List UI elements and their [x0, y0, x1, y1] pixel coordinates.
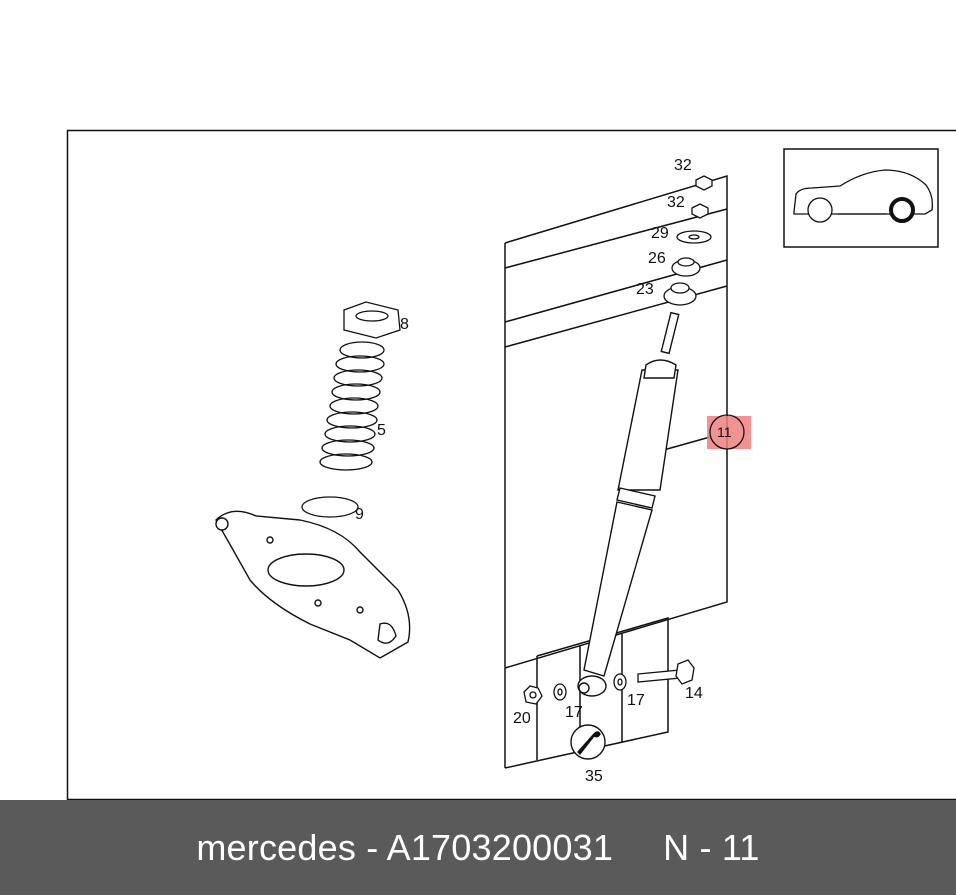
footer-caption: mercedes - A1703200031 N - 11: [0, 800, 956, 895]
coil-spring-drawing: [301, 301, 401, 518]
part-11-highlight-marker: [707, 414, 751, 450]
callout-32-lower: 32: [667, 194, 685, 211]
diagram-position-label: N - 11: [663, 826, 760, 868]
callout-35: 35: [585, 768, 603, 785]
brand-and-part-code: mercedes - A1703200031: [196, 826, 614, 868]
footer-bar: mercedes - A1703200031 N - 11: [0, 800, 956, 895]
callout-11: 11: [717, 424, 732, 440]
lower-mount-hardware-drawing: [523, 659, 695, 705]
callout-17-left: 17: [565, 704, 583, 721]
callout-5: 5: [377, 422, 386, 439]
callout-29: 29: [651, 225, 669, 242]
callout-20: 20: [513, 710, 531, 727]
trailing-arm-drawing: [215, 510, 411, 659]
callout-14: 14: [685, 685, 703, 702]
callout-32-upper: 32: [674, 157, 692, 174]
wrench-icon: [570, 724, 606, 760]
callout-17-right: 17: [627, 692, 645, 709]
callout-8: 8: [400, 316, 409, 333]
callout-23: 23: [636, 281, 654, 298]
car-location-inset: [783, 148, 939, 248]
callout-9: 9: [355, 506, 364, 523]
top-mount-parts-drawing: [663, 175, 713, 306]
shock-absorber-drawing: [577, 311, 680, 697]
parts-diagram-drawing: [66, 129, 956, 800]
callout-26: 26: [648, 250, 666, 267]
